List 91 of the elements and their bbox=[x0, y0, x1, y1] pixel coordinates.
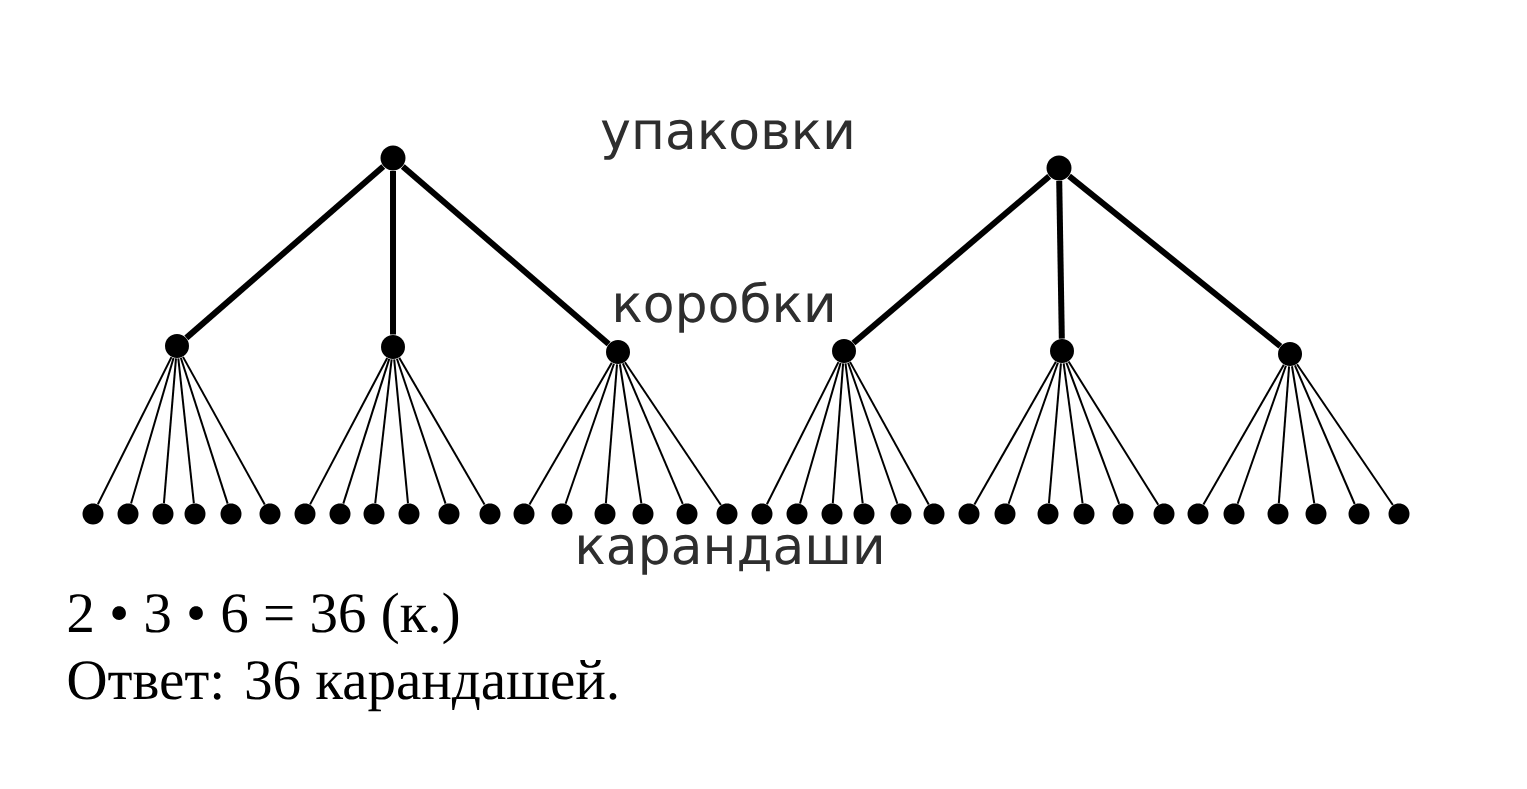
branch-line bbox=[1291, 365, 1316, 505]
dot bbox=[479, 503, 501, 525]
branch-line bbox=[765, 361, 840, 506]
branch-line bbox=[342, 357, 391, 505]
branch-line bbox=[799, 361, 842, 505]
dot bbox=[259, 503, 281, 525]
dot bbox=[786, 503, 808, 525]
dot bbox=[381, 335, 405, 359]
dot bbox=[751, 503, 773, 525]
branch-line bbox=[1293, 364, 1356, 505]
dot bbox=[1187, 503, 1209, 525]
branch-line bbox=[96, 356, 173, 506]
level-label: карандаши bbox=[579, 534, 881, 575]
branch-line bbox=[374, 358, 393, 505]
dot bbox=[1267, 503, 1289, 525]
branch-line bbox=[400, 164, 611, 347]
dot bbox=[220, 503, 242, 525]
branch-line bbox=[130, 356, 175, 505]
dot bbox=[832, 339, 856, 363]
dot bbox=[152, 503, 174, 525]
branch-line bbox=[604, 363, 618, 505]
branch-line bbox=[184, 164, 386, 341]
branch-line bbox=[1007, 361, 1059, 505]
dot bbox=[958, 503, 980, 525]
dot bbox=[1073, 503, 1095, 525]
dot bbox=[117, 503, 139, 525]
dot bbox=[923, 503, 945, 525]
branch-line bbox=[851, 174, 1052, 346]
dot bbox=[632, 503, 654, 525]
dot bbox=[165, 334, 189, 358]
dot bbox=[380, 145, 406, 171]
dot bbox=[184, 503, 206, 525]
branch-line bbox=[390, 170, 396, 335]
branch-line bbox=[847, 361, 899, 505]
dot bbox=[363, 503, 385, 525]
dot bbox=[1037, 503, 1059, 525]
branch-line bbox=[1277, 365, 1291, 505]
branch-line bbox=[621, 362, 684, 505]
answer-text: Ответ: 36 карандашей. bbox=[68, 660, 617, 712]
equation: 2 • 3 • 6 = 36 (к.) bbox=[68, 592, 459, 645]
branch-line bbox=[618, 363, 643, 505]
branch-line bbox=[1236, 364, 1287, 505]
branch-line bbox=[395, 357, 447, 505]
branch-line bbox=[1067, 360, 1160, 506]
dot bbox=[1388, 503, 1410, 525]
dot bbox=[551, 503, 573, 525]
branch-line bbox=[1296, 363, 1394, 506]
branch-line bbox=[831, 362, 845, 505]
dot bbox=[994, 503, 1016, 525]
level-label: упаковки bbox=[601, 119, 852, 160]
branch-line bbox=[398, 356, 486, 506]
branch-line bbox=[1202, 363, 1285, 506]
dot bbox=[716, 503, 738, 525]
dot bbox=[1046, 155, 1072, 181]
branch-line bbox=[179, 356, 229, 505]
branch-line bbox=[849, 360, 930, 506]
dot bbox=[1348, 503, 1370, 525]
dot bbox=[513, 503, 535, 525]
branch-line bbox=[973, 360, 1057, 506]
dot bbox=[1223, 503, 1245, 525]
dot bbox=[329, 503, 351, 525]
branch-line bbox=[623, 361, 722, 506]
dot bbox=[398, 503, 420, 525]
dot bbox=[1050, 339, 1074, 363]
branch-line bbox=[177, 357, 195, 505]
dot bbox=[676, 503, 698, 525]
dot bbox=[853, 503, 875, 525]
dot bbox=[606, 340, 630, 364]
branch-line bbox=[309, 357, 389, 506]
dot bbox=[821, 503, 843, 525]
dot bbox=[1278, 342, 1302, 366]
branch-line bbox=[393, 358, 409, 505]
branch-line bbox=[162, 357, 177, 505]
dot bbox=[594, 503, 616, 525]
dot bbox=[1153, 503, 1175, 525]
branch-line bbox=[1062, 362, 1084, 505]
branch-line bbox=[1047, 362, 1062, 505]
dot bbox=[438, 503, 460, 525]
dot bbox=[82, 503, 104, 525]
dot bbox=[890, 503, 912, 525]
branch-line bbox=[564, 362, 615, 505]
dot bbox=[294, 503, 316, 525]
level-label: коробки bbox=[616, 281, 832, 333]
branch-line bbox=[1056, 180, 1065, 339]
branch-line bbox=[1065, 361, 1121, 505]
dot bbox=[1305, 503, 1327, 525]
dot bbox=[1112, 503, 1134, 525]
branch-line bbox=[182, 355, 266, 506]
branch-line bbox=[1067, 173, 1283, 349]
branch-line bbox=[528, 361, 613, 506]
branch-line bbox=[844, 362, 864, 505]
